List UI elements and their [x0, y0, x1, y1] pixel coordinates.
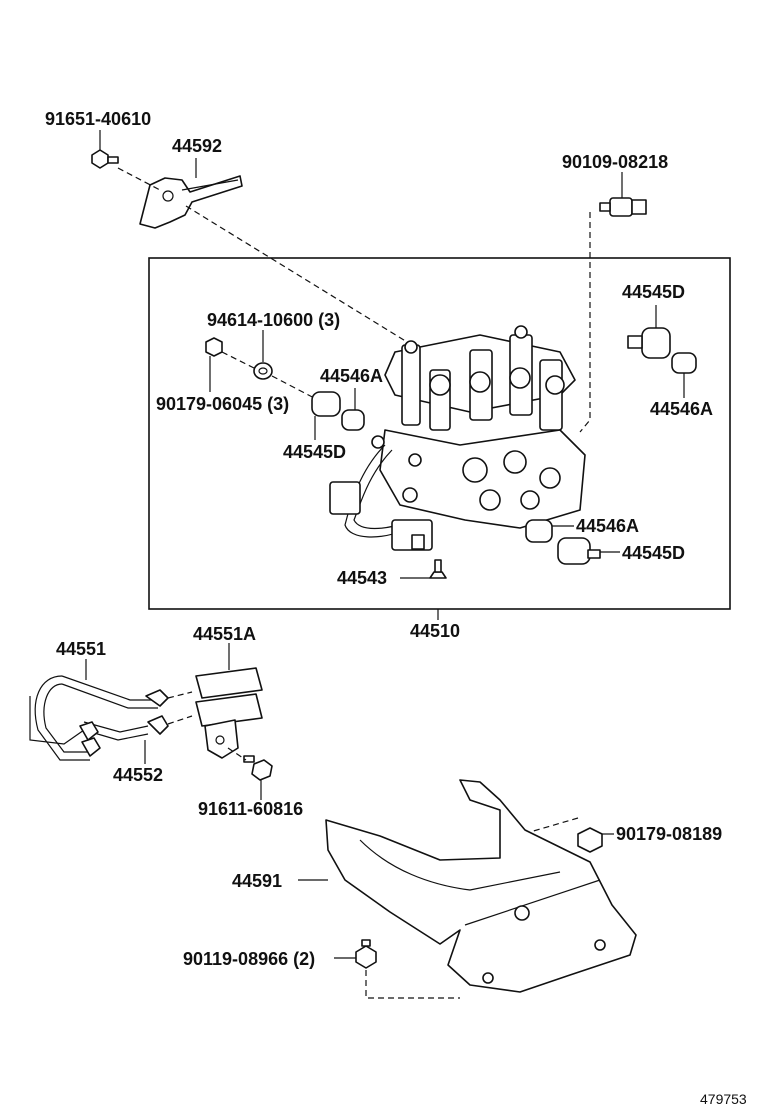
label-91651-40610: 91651-40610 — [45, 109, 151, 129]
dash-washer-to-block — [271, 375, 319, 401]
label-91611-60816: 91611-60816 — [198, 799, 303, 819]
dash-bolt-to-bracket-low — [365, 970, 460, 999]
diagram-id: 479753 — [700, 1091, 747, 1107]
clamp-44551A — [195, 667, 263, 759]
dash-tube-to-clamp-top — [167, 691, 193, 699]
label-44545D-left: 44545D — [283, 442, 346, 462]
label-44510: 44510 — [410, 621, 460, 641]
label-90179-08189: 90179-08189 — [616, 824, 722, 844]
label-44546A-low: 44546A — [576, 516, 639, 536]
damper-44545D-low — [557, 537, 601, 565]
pin-44543 — [429, 559, 447, 579]
tube-44551 — [34, 675, 169, 761]
label-44546A-left: 44546A — [320, 366, 383, 386]
label-90109-08218: 90109-08218 — [562, 152, 668, 172]
label-90179-06045: 90179-06045 (3) — [156, 394, 289, 414]
label-94614-10600: 94614-10600 (3) — [207, 310, 340, 330]
nut-90179-08189 — [577, 827, 603, 853]
label-44551: 44551 — [56, 639, 106, 659]
label-44546A-right: 44546A — [650, 399, 713, 419]
dash-tube-to-clamp-bottom — [167, 715, 193, 725]
dash-plug-to-washer — [221, 351, 255, 369]
assembly-frame — [148, 257, 731, 610]
label-44551A: 44551A — [193, 624, 256, 644]
grommet-44546A-left — [341, 409, 365, 431]
grommet-44546A-low — [525, 519, 553, 543]
dash-sensor-to-block — [579, 212, 591, 433]
grommet-44546A-right — [671, 352, 697, 374]
dash-nut-to-bracket — [529, 817, 579, 833]
dash-clamp-to-bolt — [227, 747, 247, 761]
tube-44552 — [29, 696, 169, 757]
label-44591: 44591 — [232, 871, 282, 891]
bolt-90119-08966 — [355, 939, 377, 969]
label-44552: 44552 — [113, 765, 163, 785]
label-44545D-right: 44545D — [622, 282, 685, 302]
sensor-90109-08218 — [599, 197, 647, 217]
washer-94614-10600 — [253, 362, 273, 380]
dash-bolt-to-bracket — [117, 167, 161, 191]
damper-44545D-right — [627, 327, 671, 359]
label-44543: 44543 — [337, 568, 387, 588]
label-44592: 44592 — [172, 136, 222, 156]
bolt-91611-60816 — [243, 755, 273, 781]
label-90119-08966: 90119-08966 (2) — [183, 949, 315, 969]
damper-44545D-left — [311, 391, 341, 417]
plug-90179-06045 — [205, 337, 223, 357]
bracket-44591 — [325, 779, 637, 993]
bracket-44592 — [139, 175, 243, 229]
bolt-91651-40610 — [91, 149, 119, 169]
dash-bracket-to-block — [185, 205, 413, 346]
label-44545D-low: 44545D — [622, 543, 685, 563]
actuator-block — [329, 325, 586, 551]
